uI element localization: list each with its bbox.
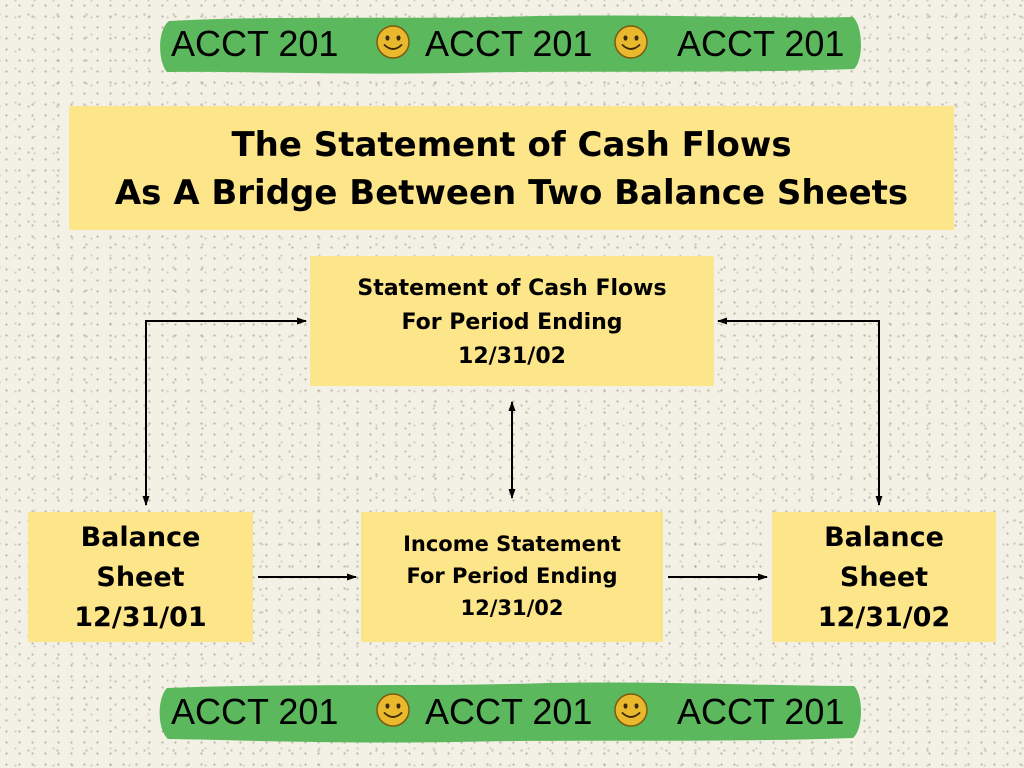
- smiley-face-icon: [614, 693, 648, 727]
- cash-flow-statement-line-3: 12/31/02: [458, 344, 566, 369]
- ending-balance-sheet-line-2: Sheet: [839, 562, 929, 593]
- income-statement-line-2: For Period Ending: [406, 564, 618, 588]
- title-line-1: The Statement of Cash Flows: [231, 125, 792, 165]
- beginning-balance-sheet-box: Balance Sheet 12/31/01: [28, 512, 253, 642]
- top-banner-row: ACCT 201 ACCT 201 ACCT 201: [157, 12, 865, 76]
- smiley-face-icon: [376, 693, 410, 727]
- ending-balance-sheet-box: Balance Sheet 12/31/02: [772, 512, 996, 642]
- beginning-balance-sheet-line-1: Balance: [80, 522, 201, 553]
- top-banner-background: [160, 15, 862, 74]
- bottom-banner: ACCT 201 ACCT 201 ACCT 201: [157, 680, 865, 744]
- income-statement-line-3: 12/31/02: [460, 596, 564, 620]
- right-bracket-arrow: [717, 317, 883, 506]
- beginning-balance-sheet-line-3: 12/31/01: [74, 602, 207, 633]
- income-statement-box: Income Statement For Period Ending 12/31…: [361, 512, 663, 642]
- banner-label: ACCT 201: [677, 691, 845, 732]
- bottom-banner-row: ACCT 201 ACCT 201 ACCT 201: [157, 680, 865, 744]
- smiley-face-icon: [376, 25, 410, 59]
- bottom-banner-background: [159, 682, 862, 743]
- banner-label: ACCT 201: [425, 23, 593, 64]
- left-bracket-arrow: [142, 317, 307, 506]
- beginning-balance-sheet-line-2: Sheet: [96, 562, 185, 593]
- cash-flow-statement-box: Statement of Cash Flows For Period Endin…: [310, 256, 714, 386]
- banner-label: ACCT 201: [171, 691, 339, 732]
- banner-label: ACCT 201: [171, 23, 339, 64]
- income-statement-line-1: Income Statement: [403, 532, 621, 556]
- cash-flow-statement-line-1: Statement of Cash Flows: [357, 276, 667, 301]
- banner-label: ACCT 201: [425, 691, 593, 732]
- smiley-face-icon: [614, 25, 648, 59]
- top-banner: ACCT 201 ACCT 201 ACCT 201: [157, 12, 865, 76]
- ending-balance-sheet-line-1: Balance: [824, 522, 944, 553]
- title-line-2: As A Bridge Between Two Balance Sheets: [114, 173, 909, 213]
- slide-title: The Statement of Cash Flows As A Bridge …: [69, 106, 954, 230]
- banner-label: ACCT 201: [677, 23, 845, 64]
- ending-balance-sheet-line-3: 12/31/02: [817, 602, 951, 633]
- cash-flow-statement-line-2: For Period Ending: [401, 310, 623, 335]
